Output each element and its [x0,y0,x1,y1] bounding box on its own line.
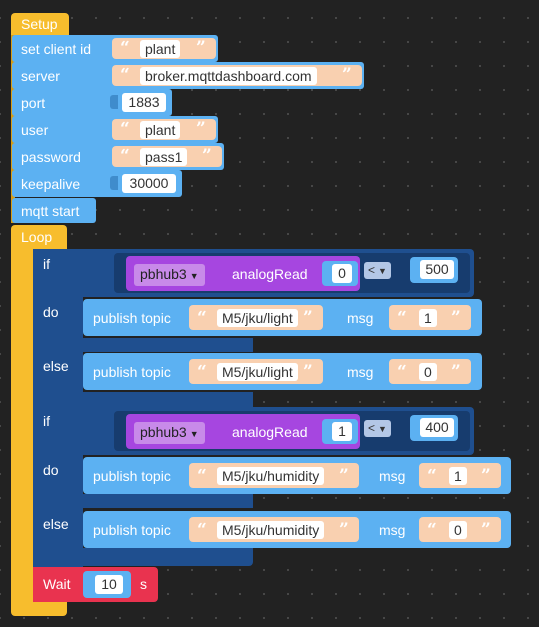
loop-block[interactable]: Loop [11,225,67,249]
analog-read-label-1: analogRead [232,266,308,282]
wait-value[interactable]: 10 [95,575,123,594]
analog-read-label-2: analogRead [232,424,308,440]
setup-header-label: Setup [21,16,58,32]
else-label-2: else [43,516,69,532]
user-text-block[interactable]: “ plant ” [112,119,216,140]
if-label-2: if [43,413,50,429]
publish-topic-label: publish topic [93,310,171,326]
msg-text-block[interactable]: “ 1 ” [419,463,501,488]
topic-value[interactable]: M5/jku/humidity [217,467,325,485]
compare-dropdown-1[interactable]: <▼ [364,262,391,279]
topic-value[interactable]: M5/jku/light [217,363,298,381]
setup-block[interactable]: Setup [11,13,69,35]
loop-header-label: Loop [21,229,53,245]
wait-block[interactable]: Wait 10 s [33,567,158,602]
condition-block-2[interactable]: pbhub3▼ analogRead 1 <▼ 400 [114,411,470,451]
server-label: server [21,68,60,84]
password-label: password [21,149,81,165]
topic-value[interactable]: M5/jku/humidity [217,521,325,539]
msg-value[interactable]: 1 [419,309,437,327]
publish-block-else-2[interactable]: publish topic “ M5/jku/humidity ” msg “ … [83,511,511,548]
else-label-1: else [43,358,69,374]
user-label: user [21,122,49,138]
wait-unit-label: s [140,576,147,592]
publish-topic-label: publish topic [93,468,171,484]
publish-topic-label: publish topic [93,522,171,538]
mqtt-start-label: mqtt start [21,203,80,219]
client-id-text-block[interactable]: “ plant ” [112,38,216,59]
do-label-1: do [43,304,59,320]
condition-block-1[interactable]: pbhub3▼ analogRead 0 <▼ 500 [114,253,470,293]
dropdown-arrow-icon: ▼ [378,424,387,434]
topic-text-block[interactable]: “ M5/jku/humidity ” [189,463,359,488]
msg-text-block[interactable]: “ 1 ” [389,305,471,330]
msg-value[interactable]: 1 [449,467,467,485]
msg-label: msg [347,364,374,380]
pbhub-dropdown-2[interactable]: pbhub3▼ [134,422,205,444]
password-value[interactable]: pass1 [140,148,188,166]
port-value[interactable]: 1883 [122,93,166,112]
user-value[interactable]: plant [140,121,181,139]
publish-block-else-1[interactable]: publish topic “ M5/jku/light ” msg “ 0 ” [83,353,482,390]
port-label: port [21,95,46,111]
keepalive-value[interactable]: 30000 [122,174,176,193]
dropdown-arrow-icon: ▼ [378,266,387,276]
mqtt-start-block[interactable]: mqtt start [12,198,96,223]
if-label-1: if [43,256,50,272]
port-value-2[interactable]: 1 [332,422,352,441]
port-value-1[interactable]: 0 [332,264,352,283]
password-block[interactable]: password “ pass1 ” [12,143,224,170]
pbhub-dropdown-1[interactable]: pbhub3▼ [134,264,205,286]
topic-text-block[interactable]: “ M5/jku/light ” [189,359,323,384]
server-text-block[interactable]: “ broker.mqttdashboard.com ” [112,65,362,86]
threshold-value-2[interactable]: 400 [420,418,454,437]
analog-read-block-2[interactable]: pbhub3▼ analogRead 1 [126,414,360,449]
msg-label: msg [379,468,406,484]
threshold-value-1[interactable]: 500 [420,260,454,279]
analog-read-block-1[interactable]: pbhub3▼ analogRead 0 [126,256,360,291]
msg-text-block[interactable]: “ 0 ” [389,359,471,384]
port-block[interactable]: port 1883 [12,89,172,116]
compare-dropdown-2[interactable]: <▼ [364,420,391,437]
set-client-id-block[interactable]: set client id “ plant ” [12,35,218,62]
topic-text-block[interactable]: “ M5/jku/light ” [189,305,323,330]
set-client-id-label: set client id [21,41,92,57]
publish-topic-label: publish topic [93,364,171,380]
wait-label: Wait [43,576,71,592]
server-block[interactable]: server “ broker.mqttdashboard.com ” [12,62,364,89]
server-value[interactable]: broker.mqttdashboard.com [140,67,317,85]
dropdown-arrow-icon: ▼ [189,271,199,281]
topic-text-block[interactable]: “ M5/jku/humidity ” [189,517,359,542]
client-id-value[interactable]: plant [140,40,181,58]
msg-text-block[interactable]: “ 0 ” [419,517,501,542]
publish-block-do-1[interactable]: publish topic “ M5/jku/light ” msg “ 1 ” [83,299,482,336]
do-label-2: do [43,462,59,478]
publish-block-do-2[interactable]: publish topic “ M5/jku/humidity ” msg “ … [83,457,511,494]
dropdown-arrow-icon: ▼ [189,429,199,439]
msg-value[interactable]: 0 [419,363,437,381]
password-text-block[interactable]: “ pass1 ” [112,146,222,167]
msg-label: msg [379,522,406,538]
keepalive-label: keepalive [21,176,81,192]
loop-spine [11,249,33,604]
msg-label: msg [347,310,374,326]
user-block[interactable]: user “ plant ” [12,116,218,143]
msg-value[interactable]: 0 [449,521,467,539]
keepalive-block[interactable]: keepalive 30000 [12,170,182,197]
loop-footer [11,602,67,616]
topic-value[interactable]: M5/jku/light [217,309,298,327]
